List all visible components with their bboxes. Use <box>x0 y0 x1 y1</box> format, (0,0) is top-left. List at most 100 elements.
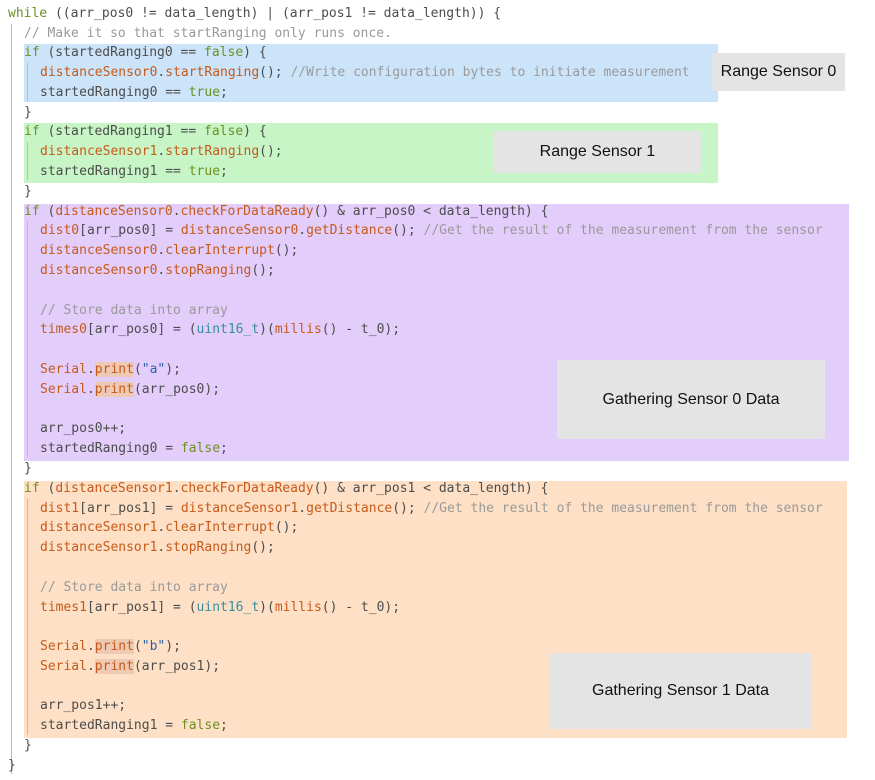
code-line: distanceSensor1.startRanging(); <box>40 142 283 162</box>
code-token: Serial <box>40 659 87 674</box>
code-token: ); <box>165 362 181 377</box>
code-token: . <box>86 362 95 377</box>
code-line: dist1[arr_pos1] = distanceSensor1.getDis… <box>40 499 823 519</box>
code-line: while ((arr_pos0 != data_length) | (arr_… <box>8 4 501 24</box>
code-token: . <box>298 501 307 516</box>
code-line: Serial.print("b"); <box>40 637 181 657</box>
code-token: if <box>24 124 40 139</box>
code-token: startedRanging1 = <box>40 718 181 733</box>
code-token: startRanging <box>165 65 260 80</box>
code-token: Serial <box>40 639 87 654</box>
code-token: uint16_t <box>196 600 260 615</box>
code-line: if (startedRanging0 == false) { <box>24 43 267 63</box>
code-line: // Store data into array <box>40 301 228 321</box>
code-token: [arr_pos0] = <box>79 223 181 238</box>
code-token: )( <box>259 322 275 337</box>
code-token: (startedRanging0 == <box>39 45 205 60</box>
code-token: (startedRanging1 == <box>39 124 205 139</box>
code-line: times0[arr_pos0] = (uint16_t)(millis() -… <box>40 320 400 340</box>
indent-guide-if-1 <box>27 142 28 180</box>
code-token: distanceSensor1 <box>180 501 299 516</box>
code-token: stopRanging <box>165 263 252 278</box>
code-token: distanceSensor1 <box>40 540 158 555</box>
code-token: dist0 <box>40 223 80 238</box>
code-token: millis <box>274 322 322 337</box>
code-line: startedRanging0 = false; <box>40 439 228 459</box>
code-line: distanceSensor1.clearInterrupt(); <box>40 518 298 538</box>
code-token: ( <box>39 481 56 496</box>
code-line: Serial.print(arr_pos0); <box>40 380 220 400</box>
code-token: clearInterrupt <box>165 520 275 535</box>
code-token: checkForDataReady <box>180 204 314 219</box>
code-line: // Make it so that startRanging only run… <box>24 24 392 44</box>
code-token: print <box>94 362 134 377</box>
code-token: () - t_0); <box>321 600 401 615</box>
code-token: dist1 <box>40 501 80 516</box>
indent-guide-outer <box>11 24 12 774</box>
code-token: distanceSensor0 <box>55 204 173 219</box>
code-line: if (startedRanging1 == false) { <box>24 122 267 142</box>
code-line: times1[arr_pos1] = (uint16_t)(millis() -… <box>40 598 400 618</box>
code-token: Serial <box>40 362 87 377</box>
code-token: // Store data into array <box>40 303 228 318</box>
code-token: checkForDataReady <box>180 481 314 496</box>
code-token: Serial <box>40 382 87 397</box>
code-token: (); <box>274 520 299 535</box>
code-token: if <box>24 481 40 496</box>
code-token: . <box>86 639 95 654</box>
code-token: ; <box>220 85 228 100</box>
code-token: (); <box>251 263 275 278</box>
code-token: false <box>204 45 244 60</box>
code-token: distanceSensor0 <box>40 65 158 80</box>
code-token: print <box>94 639 134 654</box>
code-line: arr_pos1++; <box>40 696 126 716</box>
code-line: arr_pos0++; <box>40 419 126 439</box>
code-token: () & arr_pos0 < data_length) { <box>313 204 549 219</box>
code-token: distanceSensor0 <box>40 263 158 278</box>
code-token: } <box>8 758 16 773</box>
code-token: )( <box>259 600 275 615</box>
code-line: // Store data into array <box>40 578 228 598</box>
code-token: ) { <box>243 124 267 139</box>
code-token: distanceSensor0 <box>180 223 299 238</box>
code-token: //Get the result of the measurement from… <box>423 223 823 238</box>
code-token: ((arr_pos0 != data_length) | (arr_pos1 !… <box>47 6 502 21</box>
code-token: while <box>8 6 48 21</box>
code-token: ) { <box>243 45 267 60</box>
code-token: ; <box>220 718 228 733</box>
code-token: (arr_pos0); <box>133 382 221 397</box>
indent-guide-if-2 <box>27 221 28 457</box>
code-line: distanceSensor0.startRanging(); //Write … <box>40 63 690 83</box>
code-token: true <box>188 85 221 100</box>
code-token: . <box>172 204 181 219</box>
code-token: false <box>180 441 221 456</box>
code-token: (); <box>392 223 424 238</box>
code-line: distanceSensor0.stopRanging(); <box>40 261 275 281</box>
label-range-sensor-1: Range Sensor 1 <box>493 131 702 173</box>
code-line: Serial.print("a"); <box>40 360 181 380</box>
code-token: (); <box>251 540 275 555</box>
code-token: // Store data into array <box>40 580 228 595</box>
code-token: //Write configuration bytes to initiate … <box>290 65 690 80</box>
code-line: } <box>24 182 32 202</box>
code-token: if <box>24 45 40 60</box>
label-range-sensor-0: Range Sensor 0 <box>712 53 845 91</box>
code-token: stopRanging <box>165 540 252 555</box>
code-token: //Get the result of the measurement from… <box>423 501 823 516</box>
code-token: . <box>157 243 166 258</box>
code-token: "b" <box>141 639 166 654</box>
code-token: (); <box>259 65 291 80</box>
code-token: distanceSensor0 <box>40 243 158 258</box>
code-line: } <box>24 459 32 479</box>
code-token: times1 <box>40 600 87 615</box>
code-line: if (distanceSensor0.checkForDataReady() … <box>24 202 548 222</box>
code-line: startedRanging1 = false; <box>40 716 228 736</box>
code-line: Serial.print(arr_pos1); <box>40 657 220 677</box>
code-line: if (distanceSensor1.checkForDataReady() … <box>24 479 548 499</box>
label-gathering-sensor-1: Gathering Sensor 1 Data <box>549 653 812 729</box>
indent-guide-if-3 <box>27 499 28 735</box>
code-token: distanceSensor1 <box>55 481 173 496</box>
code-token: true <box>188 164 221 179</box>
code-token: false <box>204 124 244 139</box>
